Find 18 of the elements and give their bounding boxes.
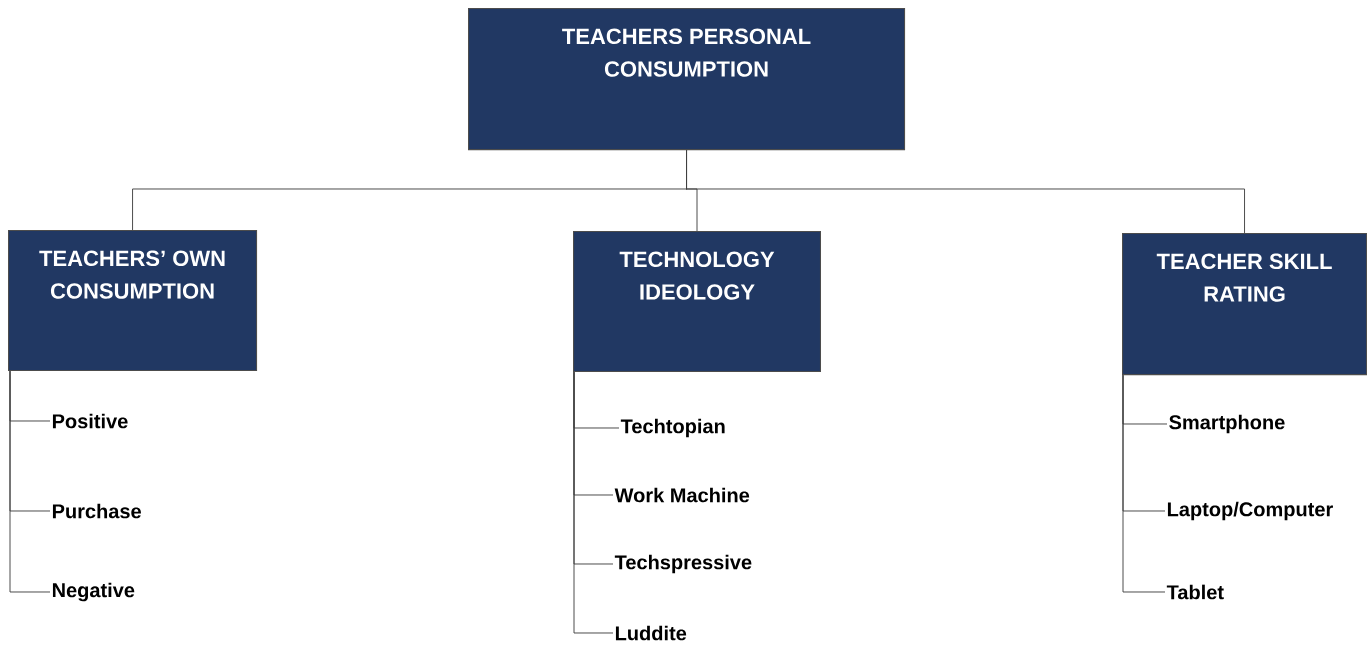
category-box: TEACHER SKILL RATING — [1122, 233, 1367, 376]
bracket-line — [9, 370, 51, 593]
category-box: TECHNOLOGY IDEOLOGY — [573, 231, 821, 373]
bracket-line — [573, 371, 614, 634]
item-label: Tablet — [1166, 584, 1224, 600]
item-label: Luddite — [615, 625, 687, 641]
item-label: Negative — [52, 582, 135, 602]
bracket-line — [1122, 374, 1166, 593]
item-label: Purchase — [52, 503, 141, 519]
item-label: Work Machine — [614, 487, 750, 503]
category-box: TEACHERS PERSONAL CONSUMPTION — [468, 8, 906, 151]
item-label: Techtopian — [620, 418, 725, 438]
item-label: Laptop/Computer — [1167, 501, 1333, 521]
item-label: Positive — [52, 413, 128, 429]
item-label: Techspressive — [614, 554, 752, 574]
item-label: Smartphone — [1169, 414, 1285, 434]
category-box: TEACHERS’ OWN CONSUMPTION — [8, 230, 258, 372]
connector-line — [685, 149, 1245, 234]
